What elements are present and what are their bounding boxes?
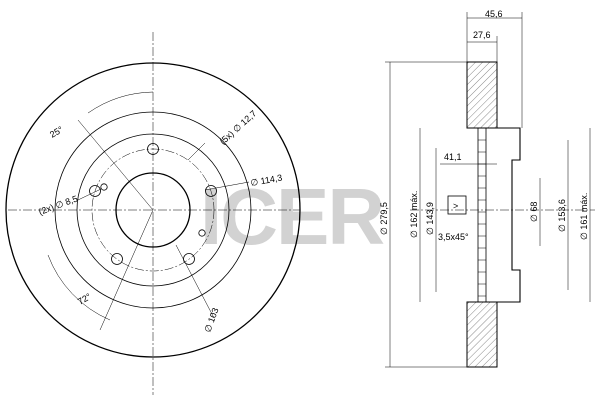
chamfer-arrow: > <box>453 201 458 211</box>
bolt-hole-label: (5x) ∅ 12,7 <box>218 108 259 146</box>
bolt-hole <box>205 185 217 197</box>
pilot-hole-label: (2x) ∅ 8,5 <box>37 194 79 217</box>
bolt-holes <box>89 143 217 265</box>
hub-bore-label: ∅ 103 <box>202 306 220 333</box>
overall-width-label: 45,6 <box>485 9 503 19</box>
max-hub-label: ∅ 161 máx. <box>579 193 589 240</box>
chamfer-marker <box>447 195 467 215</box>
center-bore-label: ∅ 68 <box>529 202 539 222</box>
chamfer-label: 3,5x45° <box>438 232 469 242</box>
braking-surface-inner-edge <box>54 111 252 309</box>
hat-depth-label: 27,6 <box>473 30 491 40</box>
hat-outer-edge <box>76 133 230 287</box>
bolt-hole <box>111 253 123 265</box>
offset-label: 41,1 <box>444 152 462 162</box>
hub-bore <box>115 172 191 248</box>
disc-outer-edge <box>5 62 301 358</box>
angle-arc-bottom <box>47 254 111 321</box>
front-view <box>5 32 301 395</box>
angle-bottom-label: 72° <box>76 291 93 307</box>
friction-ring-lower <box>466 301 498 368</box>
angle-top-label: 25° <box>48 124 65 140</box>
bolt-hole <box>89 185 101 197</box>
hub-diameter-label: ∅ 153,6 <box>557 199 567 232</box>
section-view <box>385 12 595 368</box>
vent-channel <box>477 127 487 303</box>
friction-ring-upper <box>466 61 498 129</box>
outer-diameter-label: ∅ 279,5 <box>379 202 389 235</box>
pcd-circle <box>91 148 215 272</box>
inner-max-label: ∅ 162 máx. <box>409 191 419 238</box>
angle-arc-top <box>87 91 154 114</box>
hat-diameter-label: ∅ 143,9 <box>425 202 435 235</box>
pilot-hole <box>198 229 206 237</box>
hat-profile <box>497 127 521 303</box>
bolt-hole <box>147 143 159 155</box>
pilot-hole <box>100 183 108 191</box>
watermark-logo: ICER <box>200 172 384 261</box>
